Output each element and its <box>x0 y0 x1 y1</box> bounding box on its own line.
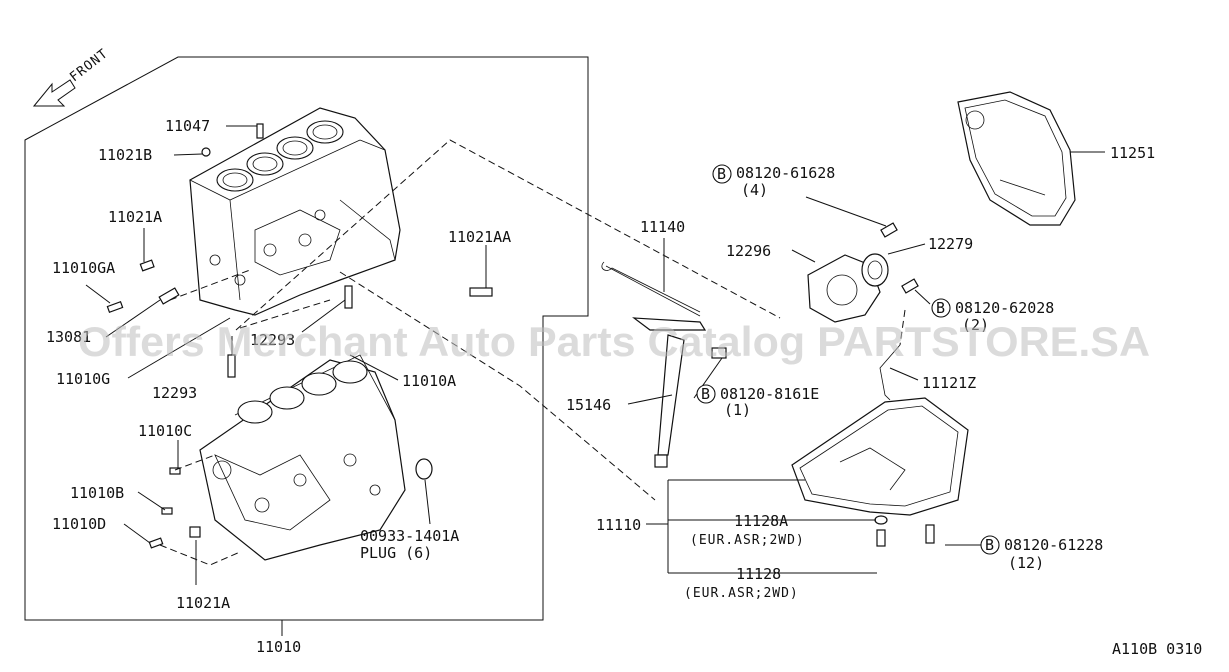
svg-text:B: B <box>936 299 945 317</box>
cylinder-block-lower <box>199 354 406 561</box>
label-b-61628: 08120-61628 <box>736 164 835 182</box>
label-11010a: 11010A <box>402 372 456 390</box>
label-b-8161e-qty: (1) <box>724 401 751 419</box>
svg-text:B: B <box>701 385 710 403</box>
label-15146: 15146 <box>566 396 611 414</box>
leader-11121z <box>889 367 919 381</box>
front-arrow-icon <box>32 79 76 107</box>
label-11021aa: 11021AA <box>448 228 511 246</box>
label-11047: 11047 <box>165 117 210 135</box>
label-b-62028-qty: (2) <box>962 316 989 334</box>
label-11010c: 11010C <box>138 422 192 440</box>
label-11010b: 11010B <box>70 484 124 502</box>
dashed-alignment-lines <box>159 139 781 566</box>
label-b-8161e: 08120-8161E <box>720 385 819 403</box>
svg-text:B: B <box>985 536 994 554</box>
leader-62028 <box>914 289 931 305</box>
bolt-b-icon-61628: B <box>712 164 732 184</box>
label-b-61628-qty: (4) <box>741 181 768 199</box>
leader-lines-left <box>85 125 487 636</box>
label-11140: 11140 <box>640 218 685 236</box>
label-11128a: 11128A <box>734 512 788 530</box>
label-11128: 11128 <box>736 565 781 583</box>
label-11121z: 11121Z <box>922 374 976 392</box>
dash-11121z <box>899 309 906 346</box>
bolt-b-icon-61228: B <box>980 535 1000 555</box>
leader-12296 <box>791 249 816 263</box>
label-00933: 00933-1401A <box>360 527 459 545</box>
rear-oil-seal-retainer <box>807 222 919 323</box>
figure-code: A110B 0310 <box>1112 640 1202 658</box>
label-11128a-note: (EUR.ASR;2WD) <box>690 533 805 548</box>
label-11128-note: (EUR.ASR;2WD) <box>684 586 799 601</box>
label-plug: PLUG (6) <box>360 544 432 562</box>
label-11010ga: 11010GA <box>52 259 115 277</box>
block-group-frame <box>24 56 589 621</box>
cylinder-block-upper <box>189 107 401 316</box>
leader-15146 <box>627 394 673 405</box>
label-b-61228-qty: (12) <box>1008 554 1044 572</box>
small-hardware <box>106 123 493 549</box>
oil-pan <box>791 397 969 547</box>
label-12293-b: 12293 <box>152 384 197 402</box>
label-12296: 12296 <box>726 242 771 260</box>
label-b-61228: 08120-61228 <box>1004 536 1103 554</box>
label-11251: 11251 <box>1110 144 1155 162</box>
label-11110: 11110 <box>596 516 641 534</box>
bolt-b-icon-8161e: B <box>696 384 716 404</box>
front-label: FRONT <box>67 46 111 85</box>
label-11010g: 11010G <box>56 370 110 388</box>
watermark-text: Offers Merchant Auto Parts Catalog PARTS… <box>78 318 1150 365</box>
oil-strainer-pipe <box>879 344 901 401</box>
svg-text:B: B <box>717 165 726 183</box>
label-12279: 12279 <box>928 235 973 253</box>
label-11021a-top: 11021A <box>108 208 162 226</box>
label-b-62028: 08120-62028 <box>955 299 1054 317</box>
label-11021a-bottom: 11021A <box>176 594 230 612</box>
rear-plate <box>957 91 1076 226</box>
label-12293-a: 12293 <box>250 331 295 349</box>
oil-pan-bracket-lines <box>646 479 988 574</box>
label-11010d: 11010D <box>52 515 106 533</box>
label-11021b: 11021B <box>98 146 152 164</box>
label-11010: 11010 <box>256 638 301 656</box>
leader-61628 <box>805 196 887 227</box>
label-13081: 13081 <box>46 328 91 346</box>
bolt-b-icon-62028: B <box>931 298 951 318</box>
leader-12279 <box>887 243 926 255</box>
dipstick <box>601 261 707 331</box>
